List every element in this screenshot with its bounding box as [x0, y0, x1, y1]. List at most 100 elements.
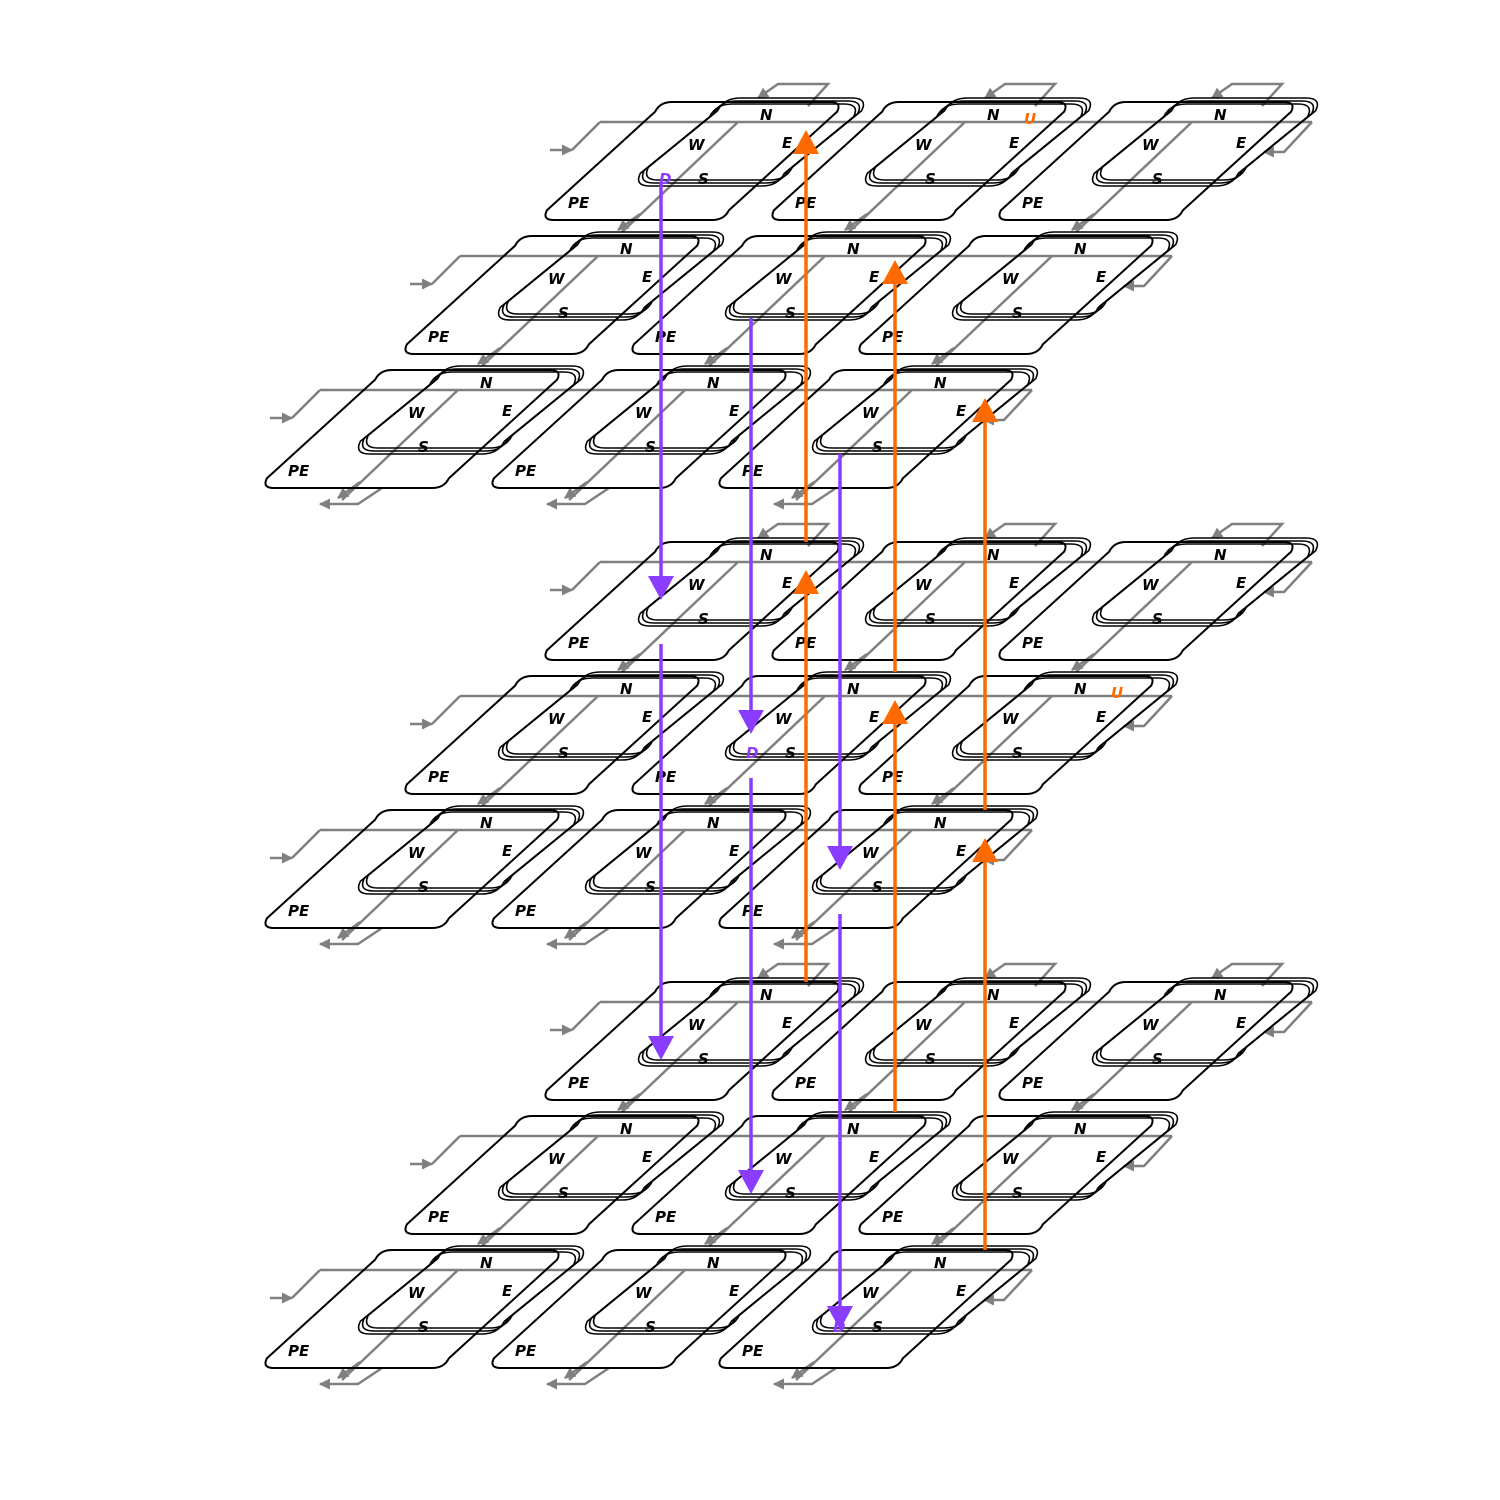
- router-block: [951, 231, 1179, 321]
- router-outline: [724, 1117, 944, 1201]
- router-outline: [357, 371, 577, 455]
- port-south-label: S: [418, 438, 429, 456]
- port-north-label: N: [707, 374, 720, 392]
- router-block: [637, 97, 865, 187]
- port-west-label: W: [408, 844, 426, 862]
- router-outline: [1095, 100, 1315, 184]
- pe-label: PE: [882, 1208, 904, 1226]
- router-block: [357, 805, 585, 895]
- port-west-label: W: [1142, 576, 1160, 594]
- router-outline: [728, 1114, 948, 1198]
- pe-block: [998, 981, 1294, 1101]
- router-outline: [955, 234, 1175, 318]
- pe-label: PE: [655, 1208, 677, 1226]
- pe-block: [718, 809, 1014, 929]
- mesh-link-arrow: [791, 920, 815, 940]
- port-west-label: W: [775, 1150, 793, 1168]
- mesh-link-arrow: [564, 1360, 588, 1380]
- mesh-link-wrap: [431, 695, 461, 725]
- mesh-link-arrow: [617, 1092, 641, 1112]
- router-outline: [357, 811, 577, 895]
- mesh-link-wrap: [757, 82, 831, 107]
- port-west-label: W: [408, 404, 426, 422]
- mesh-link-arrow: [704, 786, 728, 806]
- router-outline: [497, 677, 717, 761]
- pe-label: PE: [655, 768, 677, 786]
- port-east-label: E: [869, 708, 880, 726]
- port-north-label: N: [987, 106, 1000, 124]
- router-outline: [864, 543, 1084, 627]
- mesh-link-arrow: [617, 212, 641, 232]
- router-outline: [365, 365, 585, 449]
- router-outline: [732, 1111, 952, 1195]
- port-east-label: E: [956, 842, 967, 860]
- mesh-link-col: [621, 121, 739, 233]
- router-outline: [815, 1248, 1035, 1332]
- port-south-label: S: [1012, 304, 1023, 322]
- mesh-link-wrap: [982, 1269, 1033, 1306]
- port-west-label: W: [862, 1284, 880, 1302]
- pe-label: PE: [1022, 634, 1044, 652]
- mesh-link-arrow: [791, 480, 815, 500]
- router-block: [584, 805, 812, 895]
- port-east-label: E: [1009, 1014, 1020, 1032]
- port-south-label: S: [698, 170, 709, 188]
- port-north-label: N: [934, 1254, 947, 1272]
- port-west-label: W: [915, 1016, 933, 1034]
- pe-label: PE: [1022, 1074, 1044, 1092]
- router-outline: [872, 537, 1092, 621]
- mesh-link-col: [568, 389, 686, 501]
- router-block: [584, 1245, 812, 1335]
- mesh-link-wrap: [1262, 121, 1313, 158]
- port-south-label: S: [872, 438, 883, 456]
- pe-label: PE: [655, 328, 677, 346]
- router-outline: [1099, 537, 1319, 621]
- router-outline: [872, 97, 1092, 181]
- pe-block: [491, 809, 787, 929]
- port-south-label: S: [1012, 744, 1023, 762]
- pe-block: [491, 1249, 787, 1369]
- router-outline: [365, 805, 585, 889]
- mesh-link-wrap: [291, 829, 321, 859]
- port-east-label: E: [1009, 134, 1020, 152]
- pe-label: PE: [795, 1074, 817, 1092]
- mesh-link-col: [935, 1135, 1053, 1247]
- router-outline: [501, 1114, 721, 1198]
- mesh-link-col: [795, 1269, 913, 1381]
- mesh-link-arrow: [1071, 212, 1095, 232]
- pe-label: PE: [515, 1342, 537, 1360]
- mesh-link-arrow: [337, 480, 361, 500]
- pe-label: PE: [1022, 194, 1044, 212]
- mesh-link-arrow: [564, 480, 588, 500]
- mesh-link-wrap: [984, 82, 1058, 107]
- mesh-link-wrap: [757, 962, 831, 987]
- down-path-arrow-head: [827, 1306, 853, 1330]
- port-east-label: E: [729, 1282, 740, 1300]
- port-east-label: E: [869, 1148, 880, 1166]
- port-west-label: W: [862, 404, 880, 422]
- router-block: [1091, 97, 1319, 187]
- mesh-link-col: [1075, 1001, 1193, 1113]
- mesh-link-wrap: [545, 486, 610, 510]
- mesh-link-wrap: [571, 121, 601, 151]
- port-north-label: N: [987, 546, 1000, 564]
- router-outline: [637, 103, 857, 187]
- vertical-paths: [648, 130, 998, 1330]
- mesh-link-col: [708, 1135, 826, 1247]
- mesh-link-wrap: [545, 926, 610, 950]
- port-north-label: N: [707, 1254, 720, 1272]
- router-outline: [1091, 103, 1311, 187]
- mesh-link-wrap: [431, 1135, 461, 1165]
- router-outline: [365, 1245, 585, 1329]
- mesh-link-arrow: [931, 346, 955, 366]
- router-block: [864, 97, 1092, 187]
- router-outline: [497, 237, 717, 321]
- port-south-label: S: [1152, 170, 1163, 188]
